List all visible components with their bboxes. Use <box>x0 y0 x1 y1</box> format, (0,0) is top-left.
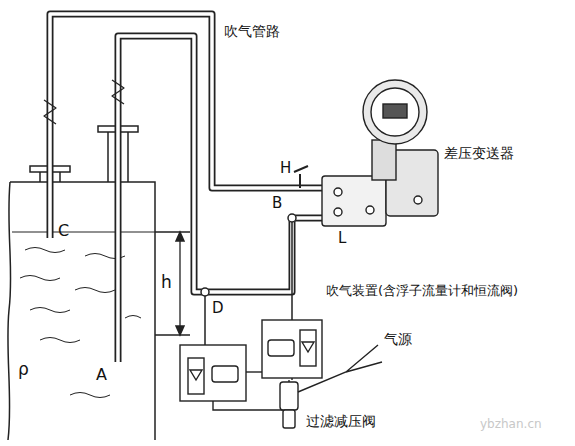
valve-letter: H <box>280 160 291 177</box>
bubbler-units <box>180 320 322 410</box>
tube-letter: A <box>96 366 107 384</box>
supply-label: 气源 <box>384 332 412 347</box>
joint-letter: B <box>272 195 282 212</box>
liquid-waves <box>20 248 141 398</box>
liquid-surface <box>12 231 155 232</box>
device-label: 吹气装置(含浮子流量计和恒流阀) <box>326 284 518 298</box>
tank <box>8 126 190 440</box>
tank-wall <box>10 182 155 440</box>
height-symbol: h <box>161 273 172 292</box>
pipe-label: 吹气管路 <box>224 24 280 39</box>
watermark: ybzhan.cn <box>480 418 542 431</box>
device-label: 过滤减压阀 <box>306 414 376 429</box>
joint-letter: D <box>212 300 224 317</box>
tank-wall <box>8 182 11 440</box>
tube-letter: C <box>58 222 69 240</box>
dp-transmitter <box>322 80 438 226</box>
device-label: 差压变送器 <box>444 146 514 161</box>
blow-pipes <box>44 14 330 362</box>
port-letter: L <box>338 230 346 247</box>
density-symbol: ρ <box>18 360 29 379</box>
